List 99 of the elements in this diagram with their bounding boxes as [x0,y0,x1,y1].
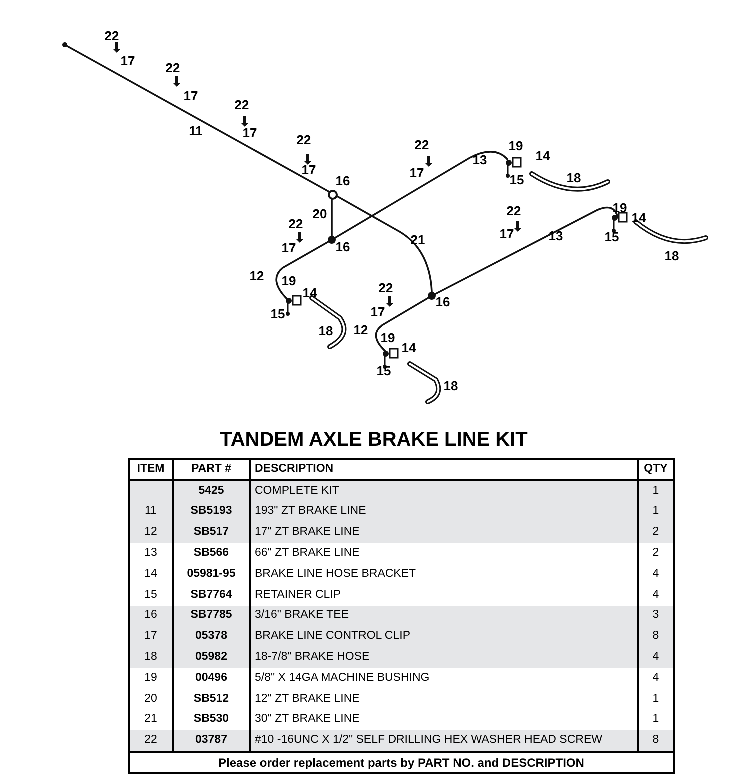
callout-number: 19 [282,274,296,288]
table-cell-text: 15 [144,588,158,603]
callout-number: 13 [472,154,488,166]
callout-number: 12 [250,270,264,282]
callout-number: 22 [166,62,180,74]
table-cell-text: 22 [144,733,158,748]
table-cell-text: SB5193 [190,504,232,520]
callout-number: 22 [104,30,120,42]
callout-number: 14 [632,212,646,224]
table-cell-text: 3/16" BRAKE TEE [255,608,349,624]
callout-number: 15 [270,308,286,320]
callout-number: 22 [506,204,522,218]
callout-number: 19 [612,202,628,214]
table-cell-text: 5/8" X 14GA MACHINE BUSHING [255,670,430,686]
callout-number: 16 [336,174,350,188]
callout-number: 16 [336,240,350,254]
table-cell-text: SB530 [194,712,230,728]
callout-number: 22 [378,282,394,294]
table-cell-text: 30" ZT BRAKE LINE [255,712,360,728]
callout-number: 17 [242,126,258,140]
callout-number: 17 [500,228,514,240]
table-cell-text: 3 [652,608,660,624]
callout-number: 22 [296,134,312,146]
callout-number: 22 [234,98,250,112]
table-cell-text: 21 [144,712,158,728]
table-cell-text: 03787 [196,733,228,748]
table-cell-text: 11 [145,504,157,520]
callout-number: 22 [288,218,304,230]
callout-number: 19 [508,140,524,152]
callout-number: 18 [566,172,582,184]
table-cell-text: BRAKE LINE HOSE BRACKET [255,566,416,582]
table-cell-text: 05378 [196,629,228,644]
table-cell-text: 5425 [198,484,224,499]
table-cell-text: 1 [652,504,660,520]
table-cell-text: RETAINER CLIP [255,588,342,603]
table-cell-text: 16 [144,608,158,624]
callout-number: 12 [354,324,368,336]
table-cell-text: 13 [144,546,158,561]
table-cell-text: 4 [652,588,660,603]
callout-number: 19 [380,332,396,344]
table-cell-text: 4 [652,670,660,686]
callout-number: 11 [189,124,203,138]
table-cell-text: 05981-95 [187,566,236,582]
table-cell-text: 17 [144,629,158,644]
table-cell-text: SB517 [194,525,230,540]
column-header: QTY [644,462,668,477]
table-cell-text: BRAKE LINE CONTROL CLIP [255,629,411,644]
table-cell-text: 17" ZT BRAKE LINE [255,525,360,540]
table-cell-text: 00496 [196,670,228,686]
footer-note: Please order replacement parts by PART NO. and DESCRIPTION [218,754,584,772]
callout-number: 21 [410,234,426,246]
table-cell-text: 20 [144,692,158,707]
table-cell-text: 8 [652,733,660,748]
column-header: DESCRIPTION [255,462,334,477]
callout-number: 22 [414,138,430,152]
table-cell-text: 18-7/8" BRAKE HOSE [255,650,370,665]
callout-number: 17 [302,164,316,176]
callout-number: 17 [410,166,424,180]
callout-number: 15 [604,230,620,244]
table-cell-text: 12" ZT BRAKE LINE [255,692,360,707]
column-header: PART # [191,462,232,477]
table-cell-text: 1 [652,692,660,707]
callout-number: 14 [402,342,416,354]
table-cell-text: 14 [144,566,158,582]
table-cell-text: SB7785 [190,608,232,624]
table-cell-text: 193" ZT BRAKE LINE [255,504,366,520]
table-cell-text: 4 [652,566,660,582]
callout-number: 17 [184,90,198,102]
table-cell-text: 19 [144,670,158,686]
callout-number: 15 [510,174,524,186]
callout-number: 13 [548,230,564,242]
callout-number: 18 [664,250,680,262]
callout-number: 16 [436,296,450,308]
table-cell-text: 05982 [196,650,228,665]
table-cell-text: 2 [652,525,660,540]
table-cell-text: SB512 [194,692,230,707]
column-header: ITEM [137,462,165,477]
table-cell-text: 12 [144,525,158,540]
callout-number: 17 [370,306,386,318]
table-cell-text: 8 [652,629,660,644]
table-cell-text: 2 [652,546,660,561]
table-cell-text: SB7764 [190,588,232,603]
title: TANDEM AXLE BRAKE LINE KIT [219,428,529,453]
callout-number: 20 [312,208,328,220]
callout-number: 15 [376,364,392,378]
callout-number: 14 [302,286,318,300]
callout-number: 18 [318,324,334,338]
callout-number: 14 [536,150,550,162]
table-cell-text: 4 [652,650,660,665]
table-cell-text: 66" ZT BRAKE LINE [255,546,360,561]
callout-number: 17 [120,54,136,68]
callout-number: 17 [282,242,296,254]
callout-number: 18 [444,380,458,392]
table-cell-text: 1 [652,484,660,499]
table-cell-text: 18 [144,650,158,665]
table-cell-text: 1 [652,712,660,728]
table-cell-text: #10 -16UNC X 1/2" SELF DRILLING HEX WASHER HEAD SCREW [255,733,602,748]
table-cell-text: SB566 [194,546,230,561]
table-cell-text: COMPLETE KIT [255,484,340,499]
